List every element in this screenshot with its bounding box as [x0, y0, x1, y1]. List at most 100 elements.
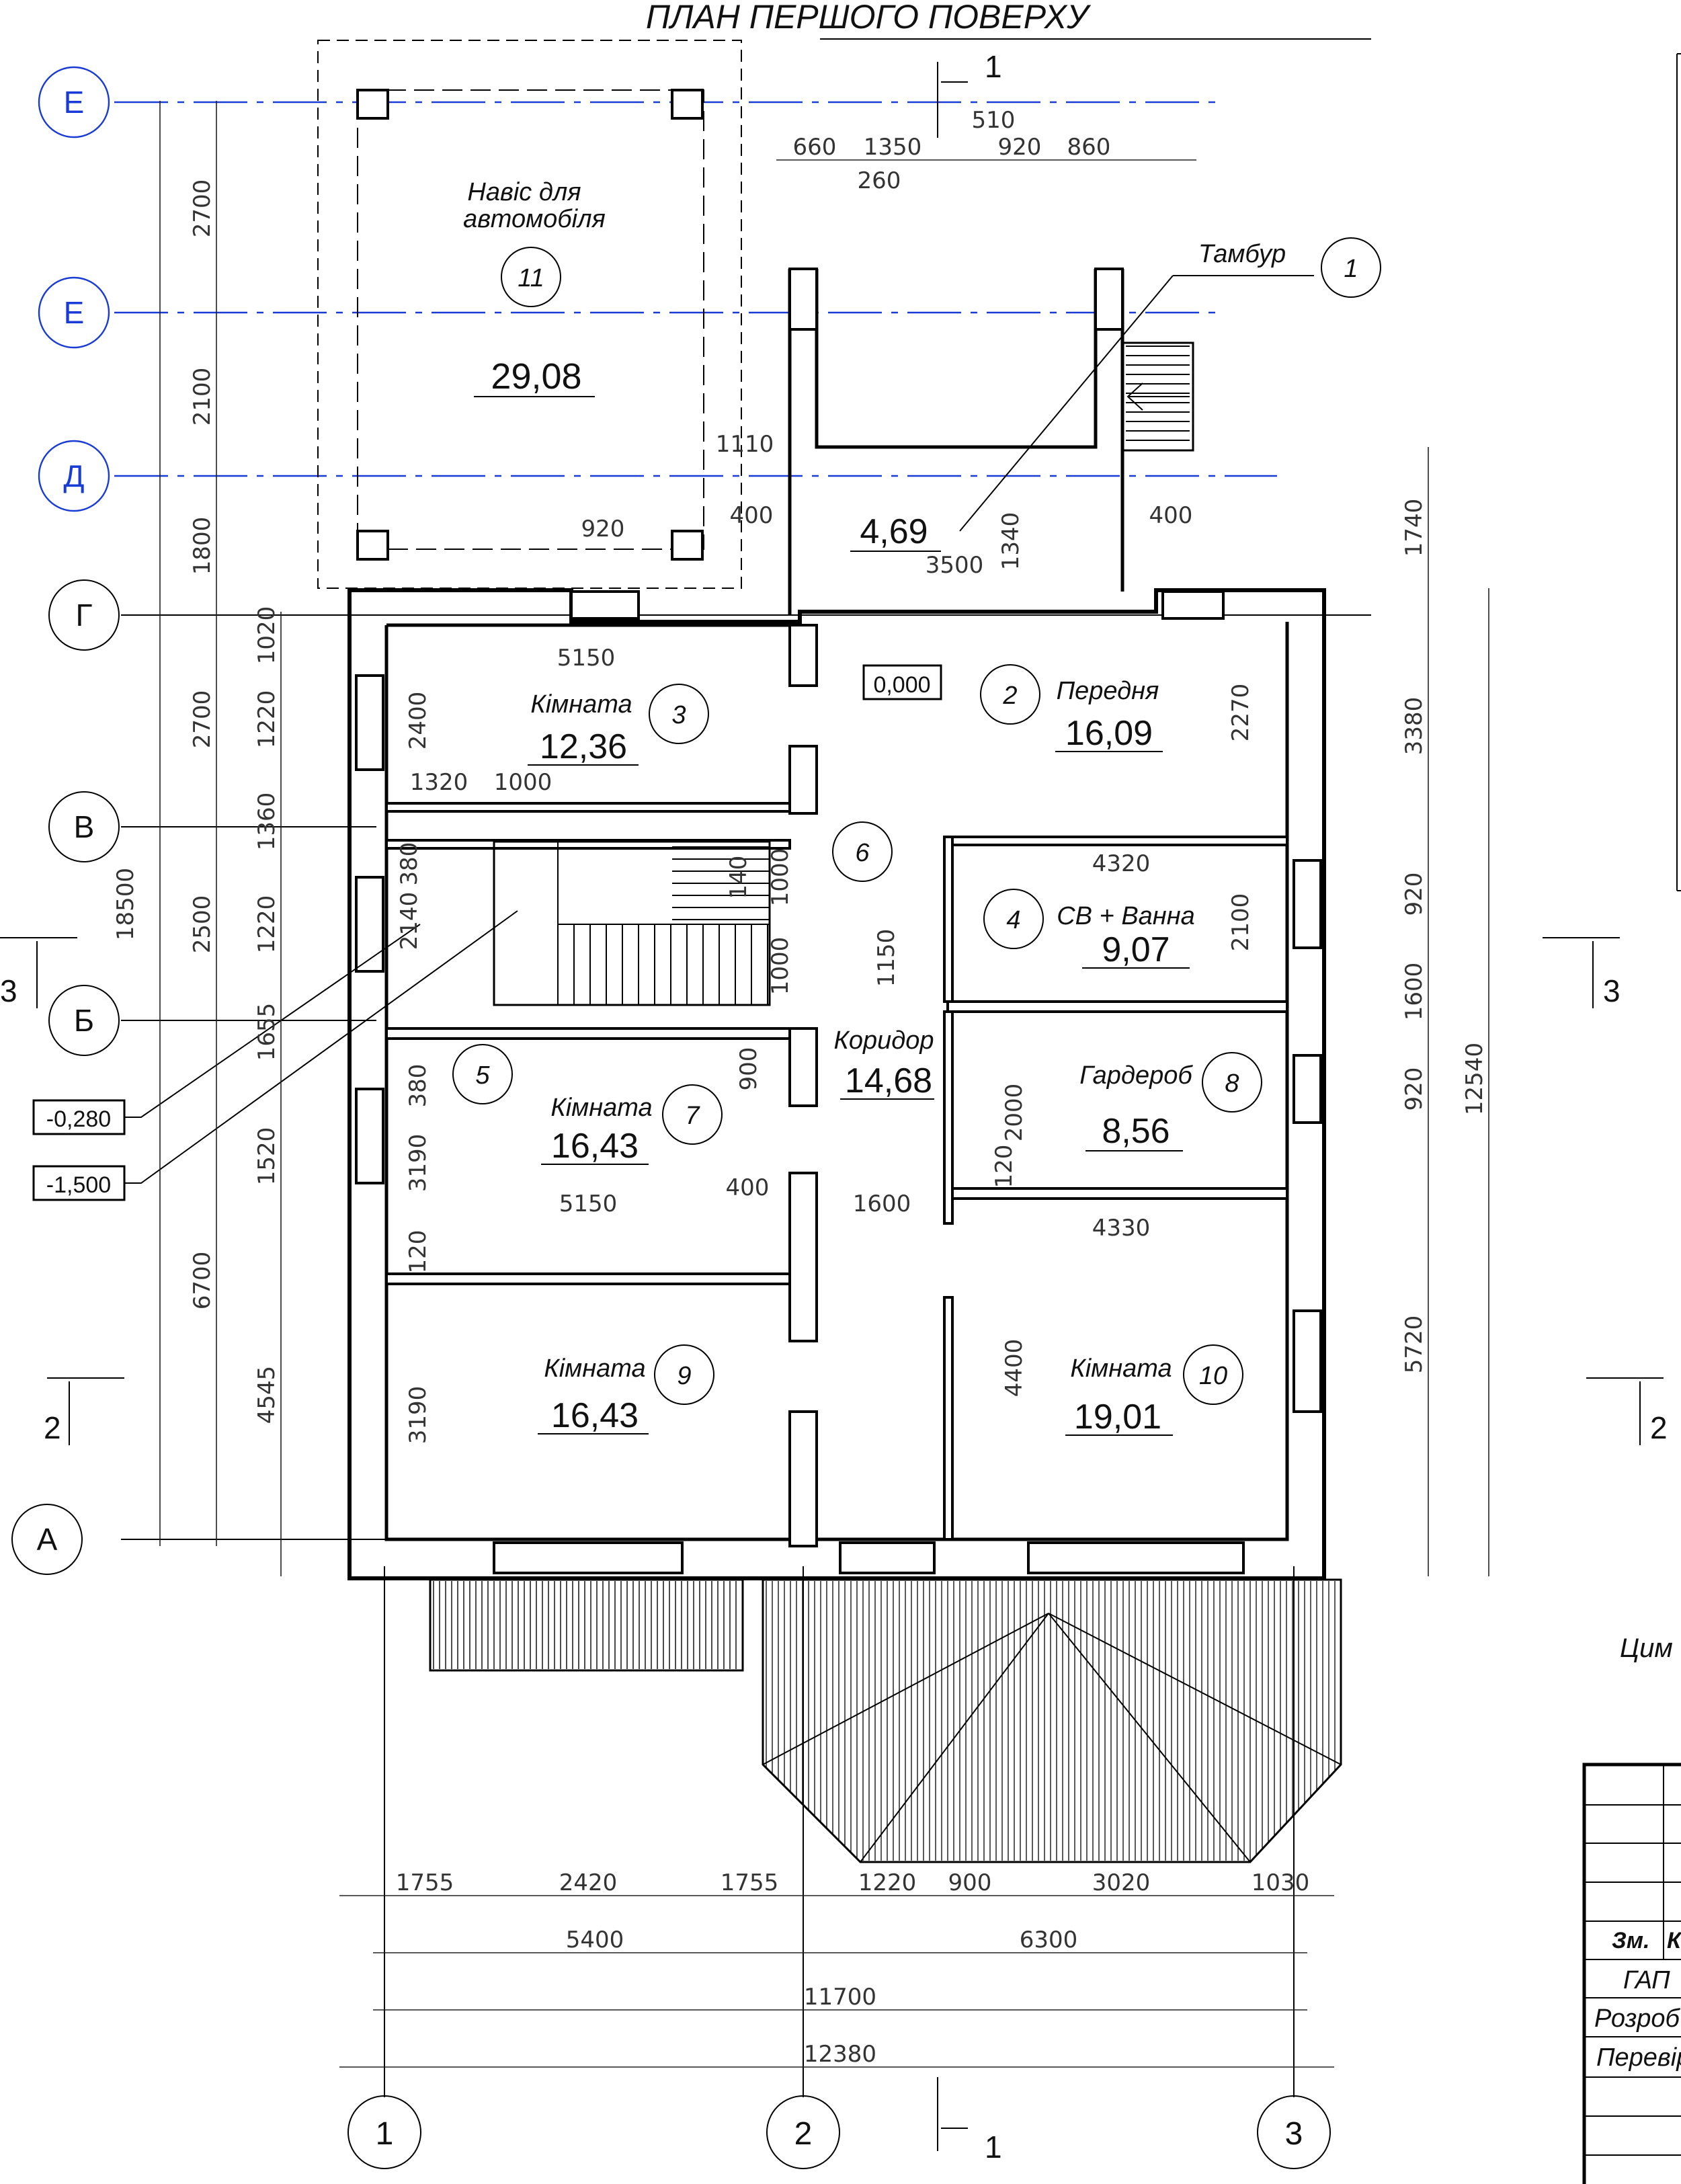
room-9-area: 16,43	[551, 1396, 639, 1435]
section-markers: 1 1 2 2 3 3	[0, 49, 1668, 2165]
svg-text:2: 2	[44, 1410, 61, 1445]
svg-text:1350: 1350	[864, 134, 922, 161]
room-2-area: 16,09	[1065, 714, 1153, 753]
svg-text:1755: 1755	[721, 1869, 779, 1896]
svg-text:400: 400	[1149, 502, 1193, 529]
svg-text:2700: 2700	[189, 690, 216, 749]
axis-label-v: В	[74, 809, 95, 844]
level-0: 0,000	[873, 672, 930, 698]
column-axes: 1 2 3	[347, 1566, 1331, 2169]
room-10-area: 19,01	[1074, 1398, 1161, 1437]
svg-text:1020: 1020	[253, 606, 280, 665]
room-1-area: 4,69	[860, 512, 928, 551]
svg-text:380: 380	[405, 1064, 432, 1108]
room-11-name: Навіс для	[467, 178, 581, 206]
svg-text:5720: 5720	[1401, 1316, 1428, 1374]
svg-text:1800: 1800	[189, 517, 216, 575]
svg-text:920: 920	[1401, 1067, 1428, 1111]
blue-axes: Е Е Д	[38, 66, 1277, 512]
svg-text:11: 11	[518, 264, 544, 292]
terrace	[429, 1578, 1342, 1863]
svg-text:1600: 1600	[1401, 963, 1428, 1021]
svg-text:10: 10	[1199, 1362, 1227, 1390]
axis-label-3: 3	[1285, 2116, 1303, 2152]
svg-text:2700: 2700	[189, 179, 216, 238]
svg-text:7: 7	[685, 1102, 700, 1130]
room-7-area: 16,43	[551, 1127, 639, 1166]
dimensions: 2700 2100 1800 2700 2500 6700 18500 1020…	[112, 101, 1489, 2068]
svg-text:1755: 1755	[396, 1869, 454, 1896]
axis-label-d: Д	[63, 458, 84, 493]
room-11-area: 29,08	[491, 356, 581, 397]
axis-label-a: А	[37, 1522, 58, 1557]
svg-text:2420: 2420	[559, 1869, 618, 1896]
svg-text:1000: 1000	[767, 937, 794, 996]
svg-text:1520: 1520	[253, 1127, 280, 1186]
svg-text:2100: 2100	[189, 368, 216, 426]
svg-text:260: 260	[858, 167, 901, 194]
svg-text:1000: 1000	[767, 848, 794, 907]
svg-text:3: 3	[0, 973, 17, 1008]
svg-text:8: 8	[1225, 1069, 1239, 1098]
corridor-area: 14,68	[845, 1061, 932, 1100]
svg-text:5400: 5400	[566, 1927, 624, 1953]
room-labels: Навіс для автомобіля 11 29,08 Тамбур 1 4…	[32, 178, 1381, 1437]
svg-text:3: 3	[1603, 973, 1621, 1008]
svg-text:1220: 1220	[253, 895, 280, 954]
room-8-name: Гардероб	[1079, 1061, 1193, 1090]
svg-text:920: 920	[581, 516, 625, 542]
svg-text:1655: 1655	[253, 1003, 280, 1061]
axis-label-b: Б	[74, 1003, 94, 1038]
svg-text:3500: 3500	[926, 552, 984, 579]
room-2-name: Передня	[1057, 677, 1159, 705]
svg-text:510: 510	[972, 107, 1016, 134]
svg-text:920: 920	[998, 134, 1042, 161]
svg-text:380: 380	[396, 842, 423, 886]
svg-text:4400: 4400	[1001, 1339, 1028, 1398]
svg-text:2140: 2140	[396, 892, 423, 951]
svg-text:400: 400	[730, 502, 774, 529]
svg-text:3020: 3020	[1092, 1869, 1151, 1896]
room-3-area: 12,36	[540, 727, 627, 766]
axis-label-e2: Е	[64, 295, 85, 330]
svg-text:9: 9	[677, 1362, 691, 1390]
plan-title: ПЛАН ПЕРШОГО ПОВЕРХУ	[646, 0, 1092, 36]
svg-text:860: 860	[1067, 134, 1111, 161]
svg-text:4330: 4330	[1092, 1215, 1151, 1242]
svg-text:1360: 1360	[253, 793, 280, 851]
svg-text:3190: 3190	[405, 1386, 432, 1445]
title-block: Цим Зм. К ГАП Розроб Перевір	[1582, 53, 1681, 2184]
carport	[317, 40, 742, 589]
svg-text:3190: 3190	[405, 1134, 432, 1192]
svg-text:4320: 4320	[1092, 850, 1151, 877]
svg-text:6: 6	[855, 839, 870, 867]
room-3-name: Кімната	[530, 690, 632, 719]
svg-text:1220: 1220	[858, 1869, 917, 1896]
axis-label-2: 2	[794, 2116, 813, 2152]
row-axes: Г В Б А	[11, 579, 1371, 1575]
svg-text:1600: 1600	[853, 1190, 911, 1217]
svg-text:1740: 1740	[1401, 499, 1428, 557]
side-note: Цим	[1620, 1633, 1673, 1663]
svg-text:12380: 12380	[804, 2041, 876, 2068]
svg-text:2400: 2400	[405, 692, 432, 750]
axis-label-1: 1	[376, 2116, 394, 2152]
svg-text:1320: 1320	[410, 769, 468, 796]
svg-text:3: 3	[671, 701, 686, 729]
svg-text:1030: 1030	[1252, 1869, 1310, 1896]
room-1-name: Тамбур	[1198, 240, 1286, 268]
room-7-name: Кімната	[550, 1094, 652, 1122]
svg-text:1000: 1000	[494, 769, 552, 796]
svg-text:2: 2	[1650, 1410, 1668, 1445]
svg-text:120: 120	[991, 1145, 1018, 1188]
svg-text:1150: 1150	[873, 929, 900, 987]
svg-text:660: 660	[793, 134, 837, 161]
svg-text:1340: 1340	[997, 512, 1024, 571]
svg-text:1: 1	[985, 2130, 1002, 2165]
svg-text:4545: 4545	[253, 1366, 280, 1424]
axis-label-g: Г	[76, 598, 93, 633]
svg-text:3380: 3380	[1401, 697, 1428, 756]
room-8-area: 8,56	[1102, 1112, 1170, 1151]
corridor-name: Коридор	[833, 1026, 934, 1055]
svg-text:1220: 1220	[253, 690, 280, 749]
